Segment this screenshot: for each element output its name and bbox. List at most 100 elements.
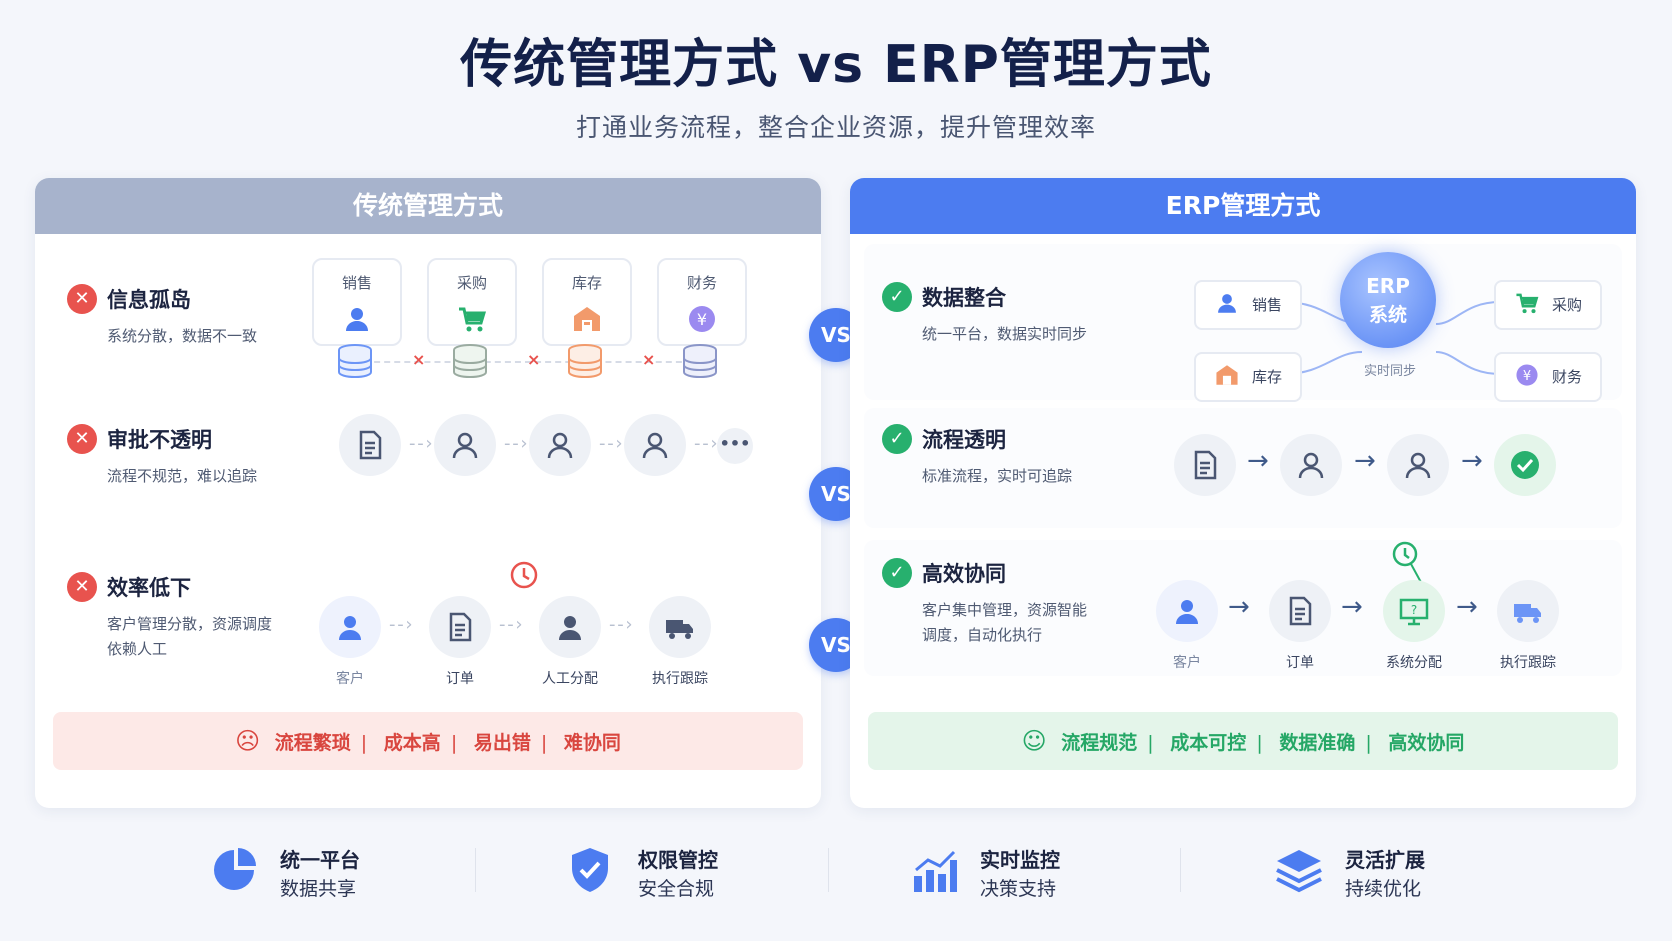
feature-subtitle: 决策支持 xyxy=(980,878,1057,900)
silo-connector xyxy=(354,361,702,363)
database-icon xyxy=(453,344,487,378)
erp-row-integration: ✓ 数据整合 统一平台，数据实时同步 销售 采购 库存 ¥ 财务 ERP 系统 xyxy=(864,244,1622,402)
page-subtitle: 打通业务流程，整合企业资源，提升管理效率 xyxy=(575,113,1096,142)
feature-title: 权限管控 xyxy=(638,848,718,872)
truck-icon xyxy=(666,620,693,639)
card-label: 采购 xyxy=(456,274,487,292)
tracking-step xyxy=(649,596,711,658)
erp-summary-bar: ☺ 流程规范| 成本可控| 数据准确| 高效协同 xyxy=(868,712,1618,770)
feature-subtitle: 持续优化 xyxy=(1345,878,1422,900)
system-assign-step: ? xyxy=(1383,580,1445,642)
error-x-icon: ✕ xyxy=(67,424,97,454)
customer-icon xyxy=(1176,600,1198,624)
summary-item: 流程繁琐 xyxy=(274,732,351,754)
dashed-arrow: - - › xyxy=(499,614,523,635)
database-icon xyxy=(338,344,372,378)
dashed-arrow: - - › xyxy=(599,433,623,454)
dashed-arrow: - - › xyxy=(389,614,413,635)
erp-hub: ERP 系统 xyxy=(1340,252,1436,348)
hub-caption: 实时同步 xyxy=(1364,364,1417,379)
feature-access-control: 权限管控 安全合规 xyxy=(568,840,768,900)
card-label: 销售 xyxy=(341,274,372,292)
user-icon xyxy=(1218,294,1236,313)
flow-label: 执行跟踪 xyxy=(652,671,708,687)
dashed-arrow: - - › xyxy=(409,433,433,454)
row-title: 数据整合 xyxy=(922,286,1006,310)
order-step xyxy=(429,596,491,658)
document-icon xyxy=(359,430,382,460)
order-document-icon xyxy=(1289,596,1312,626)
hub-subtitle: 系统 xyxy=(1368,304,1407,326)
row-title: 效率低下 xyxy=(107,576,191,600)
document-icon xyxy=(1194,450,1217,480)
cart-icon xyxy=(459,307,487,332)
dashed-arrow: - - › xyxy=(694,433,718,454)
feature-divider xyxy=(475,848,476,892)
flow-label: 订单 xyxy=(1286,655,1314,671)
row-desc: 流程不规范，难以追踪 xyxy=(107,467,258,485)
check-icon: ✓ xyxy=(882,558,912,588)
flow-label: 客户 xyxy=(1173,655,1201,671)
node-label: 销售 xyxy=(1252,296,1283,314)
traditional-row-approval: ✕ 审批不透明 流程不规范，难以追踪 - - › - - › - - › - -… xyxy=(49,414,807,562)
feature-subtitle: 数据共享 xyxy=(280,878,357,900)
error-x-icon: ✕ xyxy=(67,284,97,314)
silo-card-sales: 销售 xyxy=(312,258,402,346)
flow-label: 人工分配 xyxy=(542,671,598,687)
flow-label: 执行跟踪 xyxy=(1500,655,1556,671)
document-step xyxy=(339,414,401,476)
person-icon xyxy=(642,432,668,459)
erp-header: ERP管理方式 xyxy=(850,178,1636,234)
row-desc: 标准流程，实时可追踪 xyxy=(922,467,1073,485)
solid-arrow: → xyxy=(1354,446,1376,476)
disconnect-x-icon: × xyxy=(527,350,541,369)
bar-chart-icon xyxy=(914,850,957,892)
customer-step xyxy=(1156,580,1218,642)
silo-card-purchase: 采购 xyxy=(427,258,517,346)
truck-icon xyxy=(1514,604,1541,623)
silo-card-finance: 财务 ¥ xyxy=(657,258,747,346)
erp-node-finance: ¥ 财务 xyxy=(1494,352,1602,402)
document-step xyxy=(1174,434,1236,496)
error-x-icon: ✕ xyxy=(67,572,97,602)
traditional-row-silo: ✕ 信息孤岛 系统分散，数据不一致 销售 采购 库存 财务 ¥ × × × xyxy=(49,256,807,394)
sad-face-icon: ☹ xyxy=(235,727,261,755)
shield-check-icon xyxy=(572,848,608,892)
feature-unified-platform: 统一平台 数据共享 xyxy=(210,840,410,900)
feature-divider xyxy=(1180,848,1181,892)
feature-title: 灵活扩展 xyxy=(1345,848,1425,872)
pie-chart-icon xyxy=(214,848,256,890)
summary-item: 数据准确 xyxy=(1279,732,1356,754)
monitor-icon: ? xyxy=(1399,598,1429,626)
flow-label: 客户 xyxy=(336,671,364,687)
hub-title: ERP xyxy=(1366,274,1410,298)
traditional-summary-bar: ☹ 流程繁琐| 成本高| 易出错| 难协同 xyxy=(53,712,803,770)
summary-item: 成本可控 xyxy=(1170,732,1247,754)
erp-row-collaboration: ✓ 高效协同 客户集中管理，资源智能调度，自动化执行 → → ? → 客户 订单… xyxy=(864,540,1622,676)
solid-arrow: → xyxy=(1456,592,1478,622)
order-document-icon xyxy=(449,612,472,642)
approver-step xyxy=(434,414,496,476)
traditional-header: 传统管理方式 xyxy=(35,178,821,234)
database-icon xyxy=(568,344,602,378)
check-circle-icon xyxy=(1511,451,1539,479)
feature-realtime-monitor: 实时监控 决策支持 xyxy=(910,840,1110,900)
page-title: 传统管理方式 vs ERP管理方式 xyxy=(460,35,1212,95)
feature-divider xyxy=(828,848,829,892)
check-icon: ✓ xyxy=(882,282,912,312)
smile-face-icon: ☺ xyxy=(1021,727,1047,755)
row-desc: 客户集中管理，资源智能调度，自动化执行 xyxy=(922,601,1088,644)
cart-icon xyxy=(1516,293,1539,314)
person-icon xyxy=(452,432,478,459)
node-label: 库存 xyxy=(1252,368,1283,386)
flow-label: 订单 xyxy=(446,671,474,687)
row-title: 流程透明 xyxy=(922,428,1006,452)
customer-icon xyxy=(339,616,361,640)
complete-step xyxy=(1494,434,1556,496)
feature-flexible-scaling: 灵活扩展 持续优化 xyxy=(1275,840,1475,900)
card-label: 库存 xyxy=(571,274,602,292)
traditional-row-efficiency: ✕ 效率低下 客户管理分散，资源调度依赖人工 - - › - - › - - ›… xyxy=(49,560,807,698)
row-desc: 统一平台，数据实时同步 xyxy=(922,325,1088,343)
feature-title: 统一平台 xyxy=(280,848,360,872)
approver-step xyxy=(1280,434,1342,496)
